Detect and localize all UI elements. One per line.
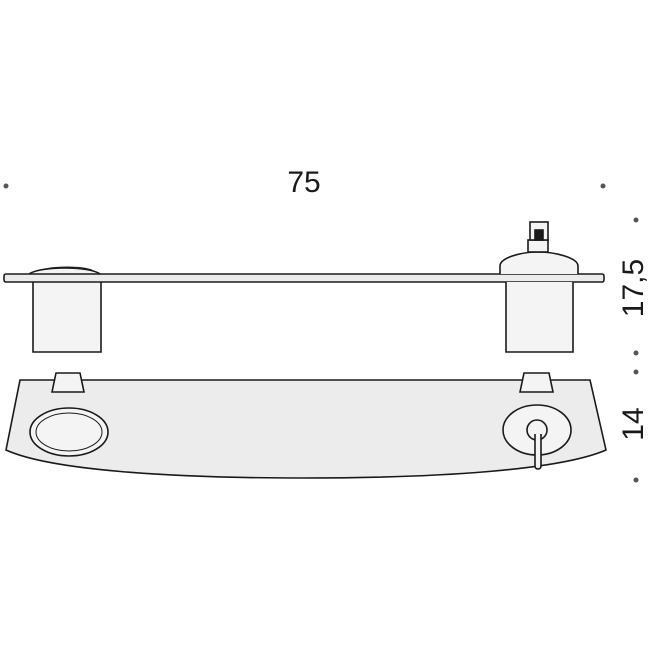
reference-dot <box>633 350 639 356</box>
top-depth-dimension-label: 14 <box>617 407 650 440</box>
front-height-dimension-label: 17,5 <box>617 259 650 317</box>
glass-shelf <box>3 273 605 283</box>
dispenser-neck <box>527 239 549 253</box>
reference-dot <box>633 369 639 375</box>
reference-dot <box>3 183 9 189</box>
pump-lever <box>534 434 542 470</box>
reference-dot <box>600 183 606 189</box>
soap-dispenser <box>499 251 579 274</box>
soap-dispenser-holder <box>505 282 574 353</box>
soap-dish-rim <box>39 266 93 271</box>
reference-dot <box>633 477 639 483</box>
top-glass-shelf <box>5 379 607 479</box>
right-bracket <box>519 372 554 393</box>
reference-dots <box>3 183 639 483</box>
soap-dish-holder <box>32 282 102 353</box>
reference-dot <box>633 217 639 223</box>
pump-tip <box>534 229 544 241</box>
soap-dish-outline <box>29 407 109 457</box>
front-view <box>3 221 605 353</box>
width-dimension-label: 75 <box>287 166 320 199</box>
left-bracket <box>51 372 85 393</box>
soap-dish <box>28 267 101 275</box>
top-view <box>5 372 607 479</box>
soap-dish-inner <box>35 412 103 452</box>
